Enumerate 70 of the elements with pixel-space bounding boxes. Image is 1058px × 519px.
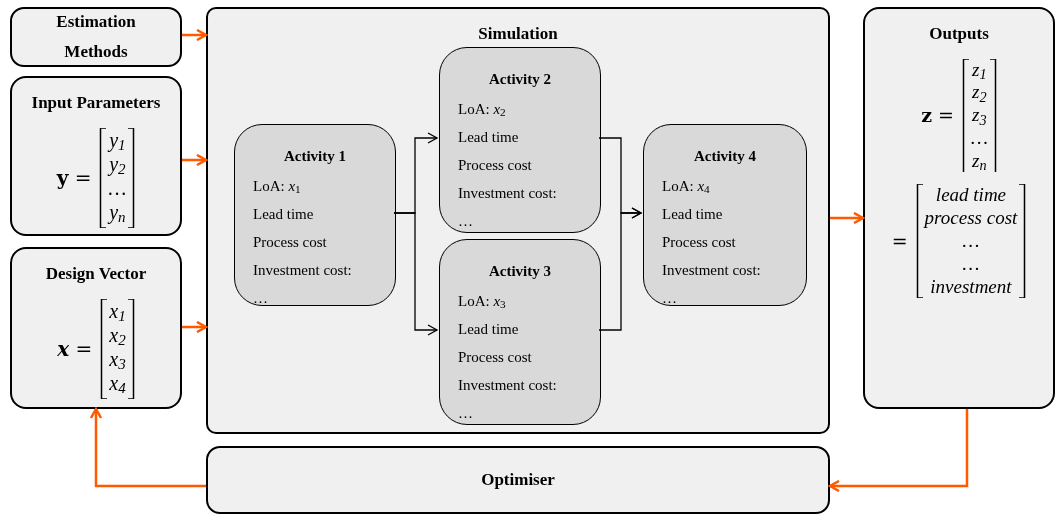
activity-attribute: LoA: x$_{2}$ [458,99,507,121]
matrix-entry: x$_{1}$ [109,298,126,323]
activity-attribute: Process cost [253,232,328,252]
matrix-entry: … [108,176,127,200]
activity-attribute: Investment cost: [662,260,762,280]
activity-title: Activity 4 [692,147,758,166]
activity-attribute: Investment cost: [458,183,558,203]
matrix-entry: z$_{3}$ [972,104,987,127]
activity-attribute: Investment cost: [253,260,353,280]
process-box [10,7,182,67]
matrix-entry: z$_{2}$ [972,81,987,105]
process-box [863,7,1055,409]
matrix-entry: x$_{3}$ [109,346,126,371]
activity-title: Activity 1 [282,147,348,166]
activity-attribute: Lead time [458,319,520,339]
box-title: Design Vector [45,263,147,285]
matrix-entry: … [970,126,988,150]
equation-lhs: y = [56,164,92,192]
process-box [10,247,182,409]
matrix-entry: z$_{n}$ [972,149,987,173]
activity-attribute: … [253,288,269,308]
matrix-entry: y$_{2}$ [109,152,126,176]
activity-attribute: Lead time [458,127,520,147]
arrow [828,409,969,493]
matrix-entry: x$_{4}$ [109,370,126,395]
activity-attribute: Process cost [662,232,737,252]
process-box [10,76,182,236]
matrix-entry: y$_{1}$ [109,127,126,152]
matrix-entry: investment [930,275,1012,299]
matrix-entry: lead time [935,184,1007,208]
matrix-entry: … [962,252,980,276]
activity-attribute: LoA: x$_{4}$ [662,176,711,198]
matrix-entry: z$_{1}$ [972,58,987,82]
activity-attribute: … [662,288,678,308]
activity-attribute: … [458,403,474,423]
matrix-entry: x$_{2}$ [109,322,126,347]
box-title: Optimiser [480,469,556,491]
box-title: Simulation [477,23,559,45]
activity-box [439,47,601,233]
activity-attribute: LoA: x$_{3}$ [458,291,507,313]
arrow [182,28,208,42]
activity-title: Activity 2 [487,70,553,89]
activity-attribute: Process cost [458,155,533,175]
activity-title: Activity 3 [487,262,553,281]
activity-box [439,239,601,425]
container-box [206,7,830,434]
arrow [182,153,208,167]
matrix-entry: y$_{n}$ [109,199,126,224]
box-title: Outputs [929,23,989,45]
equation-lhs: = [891,229,908,255]
matrix-entry: process cost [924,207,1018,231]
activity-attribute: LoA: x$_{1}$ [253,176,302,198]
arrow [598,207,642,331]
activity-attribute: … [458,211,474,231]
arrow [89,407,206,488]
activity-box [643,124,807,306]
activity-attribute: Investment cost: [458,375,558,395]
box-title: Estimation Methods [55,11,137,63]
arrow [182,320,208,334]
equation-lhs: z = [921,103,954,129]
equation-lhs: x = [57,335,93,363]
matrix-entry: … [962,230,980,253]
box-title: Input Parameters [31,92,161,114]
process-box [206,446,830,514]
arrow [393,212,438,336]
activity-box [234,124,396,306]
activity-attribute: Lead time [662,204,724,224]
activity-attribute: Process cost [458,347,533,367]
activity-attribute: Lead time [253,204,315,224]
arrow [830,211,865,225]
